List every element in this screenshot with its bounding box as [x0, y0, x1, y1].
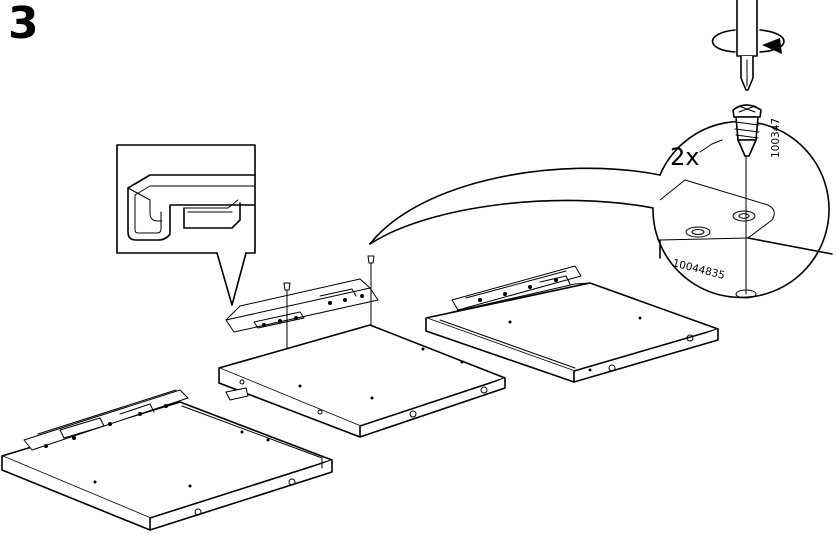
detail-inset-pointer [217, 253, 246, 305]
screw-part-number: 100347 [770, 118, 782, 158]
screw-icon [733, 105, 761, 156]
magnifier-callout-icon: 10044835 2x 100347 [370, 118, 832, 298]
screwdriver-icon [737, 0, 757, 90]
callout-pointer-lower [370, 200, 653, 244]
detail-inset-frame [117, 145, 255, 253]
callout-pointer-upper [370, 168, 660, 244]
rail-profile-detail-inset [117, 145, 255, 305]
quantity-label: 2x [670, 143, 699, 171]
bracket-part-number: 10044835 [671, 257, 726, 282]
bottom-left-panel [2, 402, 332, 530]
